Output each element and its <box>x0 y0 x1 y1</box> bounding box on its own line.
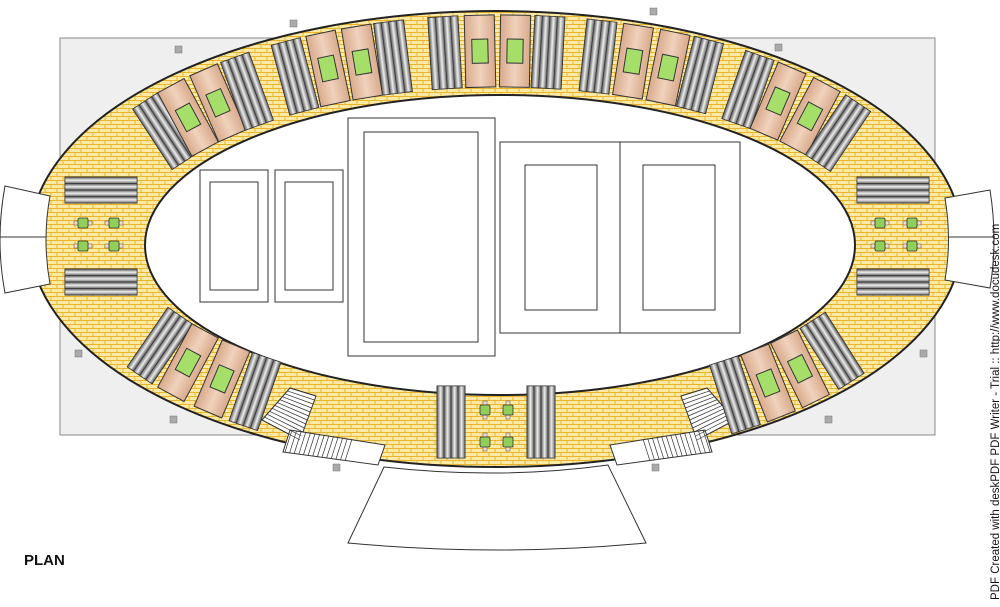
left-entrance <box>0 185 51 294</box>
picnic-table <box>305 29 351 108</box>
picnic-table <box>749 61 807 141</box>
plan-title: PLAN <box>24 552 65 569</box>
bench <box>220 51 274 131</box>
cafe-table-icon <box>104 217 124 229</box>
bench <box>530 15 566 90</box>
picnic-table <box>463 14 497 89</box>
bench <box>709 355 761 435</box>
cafe-table-icon <box>902 217 922 229</box>
picnic-table <box>193 339 251 419</box>
bench <box>721 49 775 130</box>
seating-modules <box>126 14 872 435</box>
cafe-table-icon <box>479 432 491 452</box>
bench <box>427 15 463 91</box>
picnic-table <box>498 14 532 88</box>
picnic-table <box>611 22 655 100</box>
bottom-stairs <box>261 387 736 466</box>
fixed-furniture <box>64 176 930 459</box>
bench <box>799 311 865 391</box>
cafe-table-icon <box>502 400 514 420</box>
cafe-table-icon <box>870 240 890 252</box>
bench <box>804 94 872 172</box>
large-court <box>347 117 496 357</box>
bench <box>270 37 320 116</box>
cafe-table-icon <box>479 400 491 420</box>
cafe-table-icon <box>73 217 93 229</box>
picnic-table <box>189 63 247 143</box>
support-posts <box>74 7 928 472</box>
bench <box>526 385 556 459</box>
picnic-table <box>645 28 691 107</box>
cafe-table-icon <box>870 217 890 229</box>
bench <box>373 19 413 96</box>
small-court-2 <box>274 169 344 303</box>
right-entrance <box>944 189 995 289</box>
courts <box>199 117 741 357</box>
bench <box>228 351 282 432</box>
cafe-table-icon <box>902 240 922 252</box>
cafe-table-icon <box>104 240 124 252</box>
picnic-table <box>340 23 384 101</box>
cafe-table-icon <box>502 432 514 452</box>
picnic-table <box>157 323 219 403</box>
picnic-table <box>740 343 796 423</box>
picnic-table <box>779 76 841 156</box>
cafe-table-icon <box>73 240 93 252</box>
bench <box>856 176 930 204</box>
bench <box>856 268 930 296</box>
bench <box>64 268 138 296</box>
bench <box>64 176 138 204</box>
picnic-table <box>769 329 831 409</box>
bench <box>126 306 194 385</box>
small-court-1 <box>199 169 269 303</box>
pdf-watermark: PDF Created with deskPDF PDF Writer - Tr… <box>990 223 1000 600</box>
bench <box>578 18 618 95</box>
bench <box>436 385 466 459</box>
bottom-stage <box>347 464 647 551</box>
bench <box>675 35 725 115</box>
picnic-table <box>157 77 219 157</box>
